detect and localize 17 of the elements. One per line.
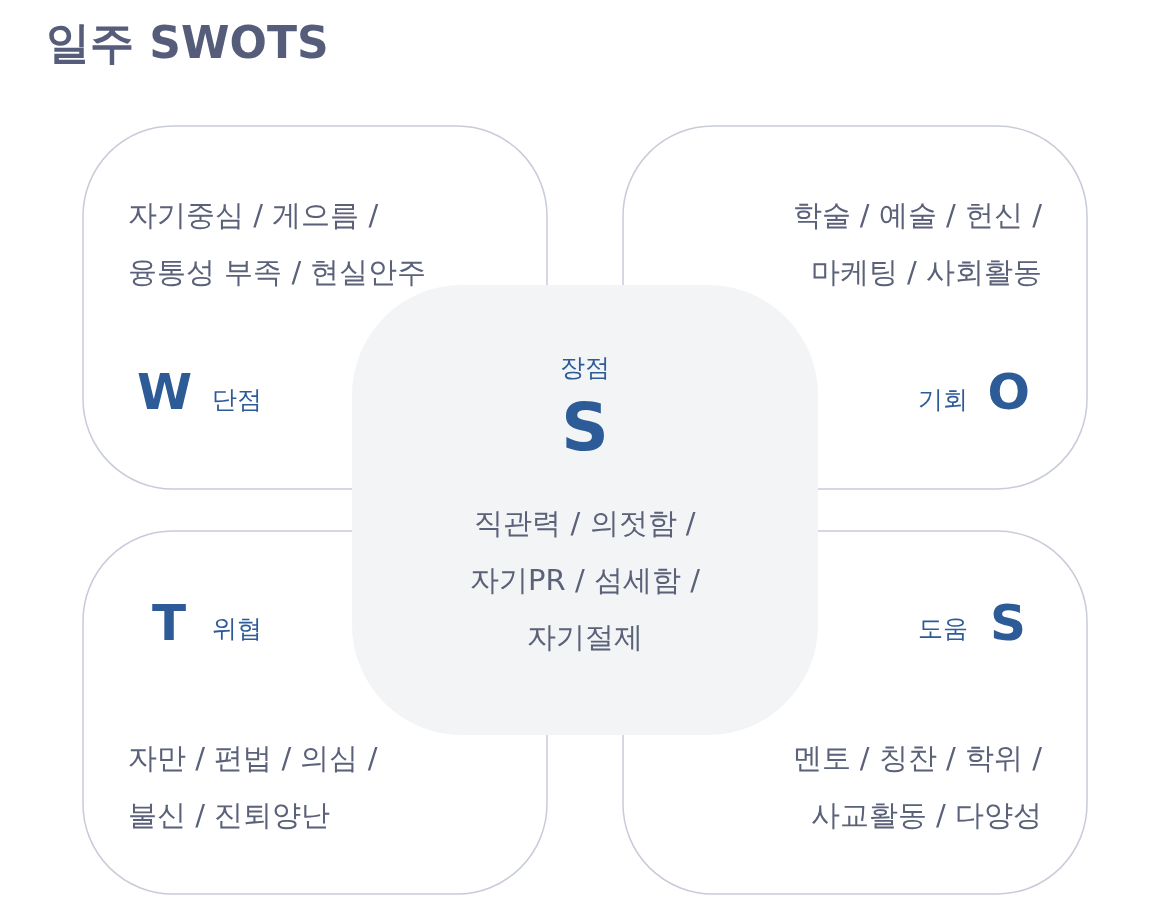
body-text: 직관력 / 의젓함 / 자기PR / 섬세함 / 자기절제: [469, 505, 701, 656]
swot-letter: S: [990, 598, 1026, 648]
category-label: 단점: [212, 387, 262, 412]
category-label: 위협: [212, 616, 262, 641]
body-text: 자기중심 / 게으름 / 융통성 부족 / 현실안주: [128, 197, 428, 291]
category-label: 장점: [559, 355, 611, 380]
swot-letter: S: [560, 395, 610, 461]
swot-letter: O: [987, 367, 1030, 417]
swot-letter: W: [137, 367, 193, 417]
category-label: 기회: [918, 387, 968, 412]
category-label: 도움: [918, 616, 968, 641]
swot-letter: T: [152, 598, 187, 648]
title: 일주 SWOTS: [46, 16, 329, 70]
center-panel: [352, 285, 818, 735]
body-text: 자만 / 편법 / 의심 / 불신 / 진퇴양난: [128, 740, 379, 834]
body-text: 학술 / 예술 / 헌신 / 마케팅 / 사회활동: [791, 197, 1042, 291]
body-text: 멘토 / 칭찬 / 학위 / 사교활동 / 다양성: [791, 740, 1042, 834]
